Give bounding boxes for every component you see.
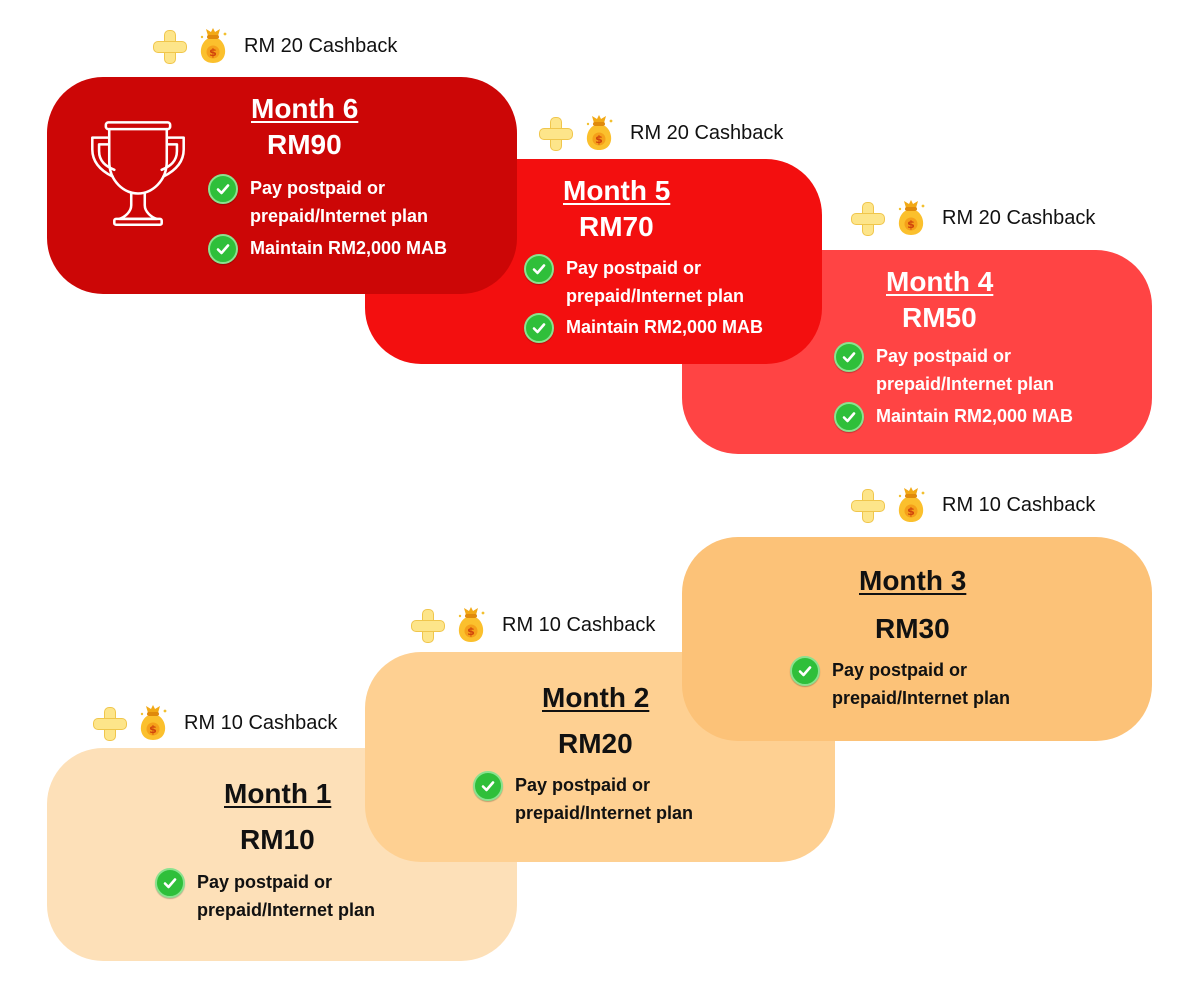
requirement-line: prepaid/Internet plan — [876, 374, 1055, 394]
check-circle-icon — [790, 656, 820, 686]
month-2-amount: RM20 — [558, 728, 633, 759]
requirement-line: Maintain RM2,000 MAB — [250, 238, 448, 258]
plus-icon — [850, 201, 885, 236]
month-5-amount: RM70 — [579, 211, 654, 242]
requirement-line: Pay postpaid or — [876, 346, 1012, 366]
bonus-label: RM 10 Cashback — [184, 711, 338, 734]
month-4-requirement-mab: Maintain RM2,000 MAB — [834, 402, 1073, 432]
month-3-requirement-pay: Pay postpaid or prepaid/Internet plan — [790, 656, 1010, 712]
money-bag-icon: $ — [140, 705, 167, 740]
month-4-title: Month 4 — [886, 266, 994, 297]
money-bag-icon: $ — [898, 200, 925, 235]
svg-text:$: $ — [467, 625, 475, 638]
requirement-line: Pay postpaid or — [566, 258, 702, 278]
check-circle-icon — [208, 174, 238, 204]
requirement-line: prepaid/Internet plan — [832, 688, 1011, 708]
month-2-title: Month 2 — [542, 682, 650, 713]
money-bag-icon: $ — [458, 607, 485, 642]
svg-text:$: $ — [907, 505, 915, 518]
month-5-title: Month 5 — [563, 175, 671, 206]
money-bag-icon: $ — [200, 28, 227, 63]
bonus-label: RM 10 Cashback — [502, 613, 656, 636]
month-6-card: Month 6 RM90 Pay postpaid or prepaid/Int… — [47, 77, 517, 294]
month-3-title: Month 3 — [859, 565, 967, 596]
plus-icon — [152, 29, 187, 64]
money-bag-icon: $ — [898, 487, 925, 522]
check-circle-icon — [834, 342, 864, 372]
month-1-bonus: $ RM 10 Cashback — [92, 703, 337, 743]
month-3-card: Month 3 RM30 Pay postpaid or prepaid/Int… — [682, 537, 1152, 741]
svg-text:$: $ — [209, 46, 217, 59]
check-circle-icon — [473, 771, 503, 801]
svg-text:$: $ — [907, 218, 915, 231]
requirement-line: Maintain RM2,000 MAB — [566, 317, 764, 337]
bonus-label: RM 20 Cashback — [942, 206, 1096, 229]
check-circle-icon — [834, 402, 864, 432]
trophy-icon — [91, 121, 185, 227]
check-circle-icon — [524, 254, 554, 284]
month-4-amount: RM50 — [902, 302, 977, 333]
requirement-line: Pay postpaid or — [197, 872, 333, 892]
month-3-amount: RM30 — [875, 613, 950, 644]
month-6-requirement-pay: Pay postpaid or prepaid/Internet plan — [208, 174, 428, 230]
month-5-bonus: $ RM 20 Cashback — [538, 113, 783, 153]
requirement-line: Pay postpaid or — [250, 178, 386, 198]
month-3-bonus: $ RM 10 Cashback — [850, 485, 1095, 525]
requirement-line: prepaid/Internet plan — [197, 900, 376, 920]
requirement-line: Pay postpaid or — [515, 775, 651, 795]
month-6-requirement-mab: Maintain RM2,000 MAB — [208, 234, 447, 264]
requirement-line: prepaid/Internet plan — [250, 206, 429, 226]
month-2-bonus: $ RM 10 Cashback — [410, 605, 655, 645]
month-2-requirement-pay: Pay postpaid or prepaid/Internet plan — [473, 771, 693, 827]
month-6-title: Month 6 — [251, 93, 359, 124]
check-circle-icon — [524, 313, 554, 343]
svg-text:$: $ — [595, 133, 603, 146]
month-1-requirement-pay: Pay postpaid or prepaid/Internet plan — [155, 868, 375, 924]
plus-icon — [850, 488, 885, 523]
requirement-line: Pay postpaid or — [832, 660, 968, 680]
bonus-label: RM 20 Cashback — [630, 121, 784, 144]
svg-text:$: $ — [149, 723, 157, 736]
plus-icon — [538, 116, 573, 151]
requirement-line: Maintain RM2,000 MAB — [876, 406, 1074, 426]
check-circle-icon — [208, 234, 238, 264]
plus-icon — [410, 608, 445, 643]
month-4-requirement-pay: Pay postpaid or prepaid/Internet plan — [834, 342, 1054, 398]
bonus-label: RM 20 Cashback — [244, 34, 398, 57]
requirement-line: prepaid/Internet plan — [515, 803, 694, 823]
month-5-requirement-mab: Maintain RM2,000 MAB — [524, 313, 763, 343]
check-circle-icon — [155, 868, 185, 898]
month-5-requirement-pay: Pay postpaid or prepaid/Internet plan — [524, 254, 744, 310]
month-6-amount: RM90 — [267, 129, 342, 160]
bonus-label: RM 10 Cashback — [942, 493, 1096, 516]
month-6-bonus: $ RM 20 Cashback — [152, 26, 397, 66]
month-1-amount: RM10 — [240, 824, 315, 855]
month-1-title: Month 1 — [224, 778, 332, 809]
plus-icon — [92, 706, 127, 741]
month-4-bonus: $ RM 20 Cashback — [850, 198, 1095, 238]
requirement-line: prepaid/Internet plan — [566, 286, 745, 306]
money-bag-icon: $ — [586, 115, 613, 150]
